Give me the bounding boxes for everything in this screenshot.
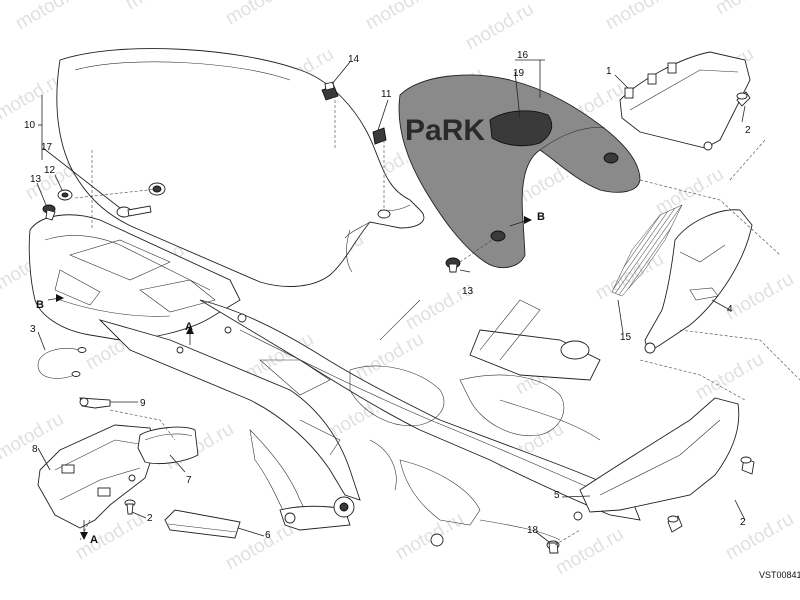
watermark-text: motod.ru bbox=[722, 509, 797, 565]
manual-part-6 bbox=[164, 509, 241, 539]
clip-part-9 bbox=[79, 397, 111, 409]
watermark-text: motod.ru bbox=[392, 509, 467, 565]
callout-18: 18 bbox=[527, 525, 539, 536]
pad-part-7 bbox=[137, 426, 199, 465]
callout-1: 1 bbox=[606, 66, 612, 77]
lower-panel-part-5 bbox=[573, 397, 740, 521]
callout-12: 12 bbox=[44, 165, 56, 176]
callout-17: 17 bbox=[41, 142, 53, 153]
bolt-part-13a bbox=[42, 204, 56, 221]
section-markers bbox=[47, 216, 532, 540]
watermark-text: motod.ru bbox=[652, 164, 727, 220]
watermark-text: motod.ru bbox=[552, 524, 627, 580]
screw-part-2a bbox=[736, 91, 751, 107]
rear-frame bbox=[28, 214, 641, 547]
washer-part-12 bbox=[57, 189, 73, 201]
callout-leaders bbox=[36, 59, 746, 543]
watermark-text: motod.ru bbox=[462, 0, 537, 54]
mesh-part-15 bbox=[611, 204, 683, 297]
side-panel-part-4 bbox=[644, 209, 753, 354]
callout-13: 13 bbox=[30, 174, 42, 185]
section-marker-b: B bbox=[36, 299, 44, 311]
logo-text: PaRK bbox=[405, 114, 485, 147]
callout-6: 6 bbox=[265, 530, 271, 541]
callout-3: 3 bbox=[30, 324, 36, 335]
callout-19: 19 bbox=[513, 68, 525, 79]
bolt-part-17 bbox=[116, 205, 152, 218]
callout-8: 8 bbox=[32, 444, 38, 455]
section-marker-a: A bbox=[185, 321, 193, 333]
tail-cover-part: PaRK bbox=[398, 74, 641, 269]
callout-7: 7 bbox=[186, 475, 192, 486]
callout-16: 16 bbox=[517, 50, 529, 61]
bolt-part-13b bbox=[445, 257, 461, 273]
cable-part-3 bbox=[37, 347, 87, 379]
bolt-part-18 bbox=[546, 540, 560, 554]
diagram-code: VST00841 bbox=[759, 570, 800, 580]
bracket-part-1 bbox=[619, 51, 751, 151]
callout-9: 9 bbox=[140, 398, 146, 409]
callout-13: 13 bbox=[462, 286, 474, 297]
screw-part-2d bbox=[124, 499, 136, 515]
watermark-text: motod.ru bbox=[352, 329, 427, 385]
screw-part-2b bbox=[740, 456, 755, 475]
section-marker-a: A bbox=[90, 534, 98, 546]
callout-2: 2 bbox=[745, 125, 751, 136]
watermark-text: motod.ru bbox=[692, 349, 767, 405]
callout-4: 4 bbox=[727, 304, 733, 315]
watermark-text: motod.ru bbox=[602, 0, 677, 34]
tray-part-8 bbox=[37, 424, 156, 529]
callout-11: 11 bbox=[381, 89, 392, 100]
assembly-guide-lines bbox=[74, 95, 800, 546]
section-marker-b: B bbox=[537, 211, 545, 223]
callout-14: 14 bbox=[348, 54, 360, 65]
callout-15: 15 bbox=[620, 332, 632, 343]
watermark-text: motod.ru bbox=[722, 269, 797, 325]
callout-2: 2 bbox=[147, 513, 153, 524]
screw-part-2c bbox=[667, 515, 683, 533]
watermark-text: motod.ru bbox=[12, 0, 87, 34]
clip-part-11 bbox=[372, 127, 387, 145]
callout-5: 5 bbox=[554, 490, 560, 501]
watermark-text: motod.ru bbox=[712, 0, 787, 19]
watermark-text: motod.ru bbox=[362, 0, 437, 34]
watermark-text: motod.ru bbox=[122, 0, 197, 14]
callout-10: 10 bbox=[24, 120, 36, 131]
callout-2: 2 bbox=[740, 517, 746, 528]
watermark-text: motod.ru bbox=[222, 0, 297, 29]
grommet-part-14 bbox=[321, 81, 339, 101]
